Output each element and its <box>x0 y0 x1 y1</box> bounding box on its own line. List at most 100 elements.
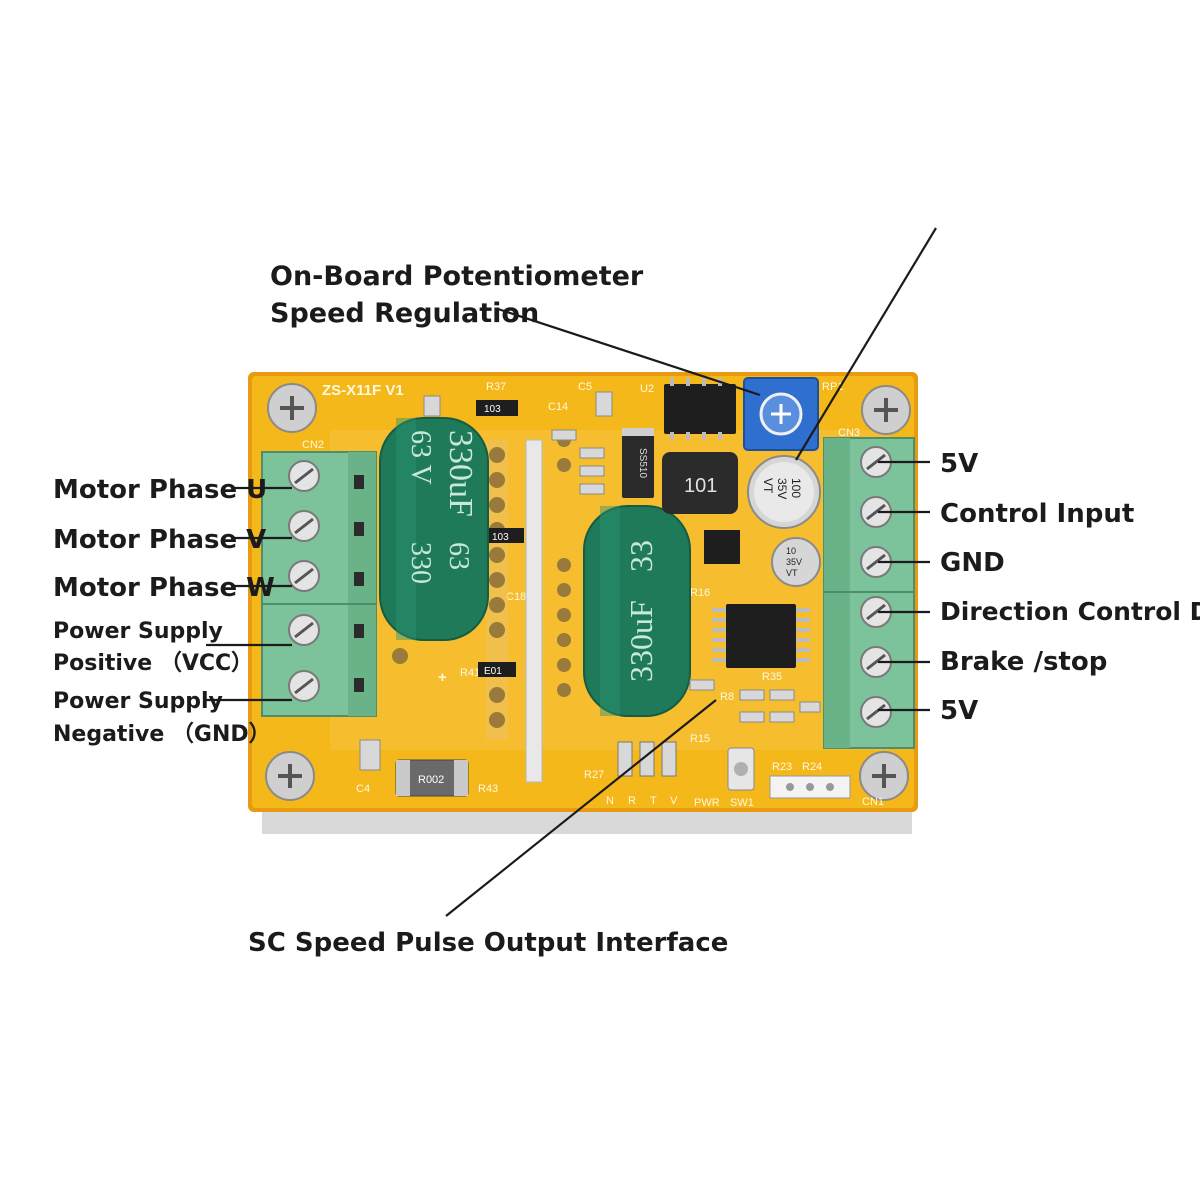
mounting-screw-top-right <box>861 385 911 435</box>
cap-10-line2: 35V <box>786 557 802 567</box>
label-sc-speed-pulse: SC Speed Pulse Output Interface <box>248 928 728 958</box>
terminal-block-left <box>261 451 377 717</box>
label-gnd-line2: Negative （GND） <box>53 722 271 747</box>
smd-passives <box>359 391 821 771</box>
silk-ref-r15: R15 <box>690 733 710 745</box>
silk-cn3: CN3 <box>838 427 860 439</box>
inductor-101: 101 <box>662 452 738 514</box>
mark-pwr: PWR <box>694 797 720 809</box>
left-screw-terminal-icon <box>288 510 320 542</box>
pin-label-r: R <box>628 795 636 807</box>
cap2-text-value: 330uF <box>623 600 659 682</box>
label-right-5v-top: 5V <box>940 449 978 479</box>
silk-cn2: CN2 <box>302 439 324 451</box>
silk-ref-u2: U2 <box>640 383 654 395</box>
left-screw-terminal-icon <box>288 560 320 592</box>
silk-ref-r35: R35 <box>762 671 782 683</box>
capacitor-100uf: 100 35V VT <box>747 455 821 529</box>
silk-ref-r27: R27 <box>584 769 604 781</box>
capacitor-330uf-2: 330uF 33 <box>583 505 691 717</box>
resistor-3: E01 <box>478 662 516 677</box>
left-screw-terminal-icon <box>288 460 320 492</box>
resistor-r37: 103 <box>476 400 518 416</box>
pad-column-mid <box>557 433 571 697</box>
cap-100-line1: 100 <box>789 478 803 498</box>
label-brake-stop: Brake /stop <box>940 647 1107 677</box>
label-control-input: Control Input <box>940 499 1134 529</box>
cap1-text-volt2: 63 <box>443 542 474 570</box>
resistor-code-1: 103 <box>484 404 501 415</box>
cap1-text-value: 330uF <box>442 430 479 517</box>
leader-sc-pulse <box>445 699 717 917</box>
silk-cn1: CN1 <box>862 796 884 808</box>
silk-ref-r16: R16 <box>690 587 710 599</box>
silk-ref-r24: R24 <box>802 761 822 773</box>
leader-top-right <box>795 227 937 461</box>
label-potentiometer-line1: On-Board Potentiometer <box>270 261 644 292</box>
silk-ref-c14: C14 <box>548 401 568 413</box>
silk-ref-r23: R23 <box>772 761 792 773</box>
silk-ref-c4: C4 <box>356 783 370 795</box>
inductor-code: 101 <box>684 475 717 497</box>
leader-potentiometer <box>497 307 761 397</box>
pin-label-n: N <box>606 795 614 807</box>
label-motor-phase-u: Motor Phase U <box>53 475 267 505</box>
silk-ref-r37: R37 <box>486 381 506 393</box>
label-direction-control: Direction Control DIR <box>940 597 1200 626</box>
cap-100-line2: 35V <box>775 478 789 499</box>
mounting-screw-top-left <box>267 383 317 433</box>
left-screw-terminal-icon <box>288 670 320 702</box>
label-potentiometer-line2: Speed Regulation <box>270 298 539 329</box>
silk-model: ZS-X11F V1 <box>322 382 404 399</box>
right-screw-terminal-icon <box>860 696 892 728</box>
silk-ref-r8: R8 <box>720 691 734 703</box>
cap1-text-value2: 330 <box>405 542 436 584</box>
silk-ref-r43: R43 <box>478 783 498 795</box>
label-gnd-right: GND <box>940 548 1005 578</box>
mark-sw1: SW1 <box>730 797 754 809</box>
label-vcc-line1: Power Supply <box>53 619 223 644</box>
bottom-pin-marks: N R T V PWR SW1 <box>606 741 754 809</box>
label-right-5v-bottom: 5V <box>940 696 978 726</box>
label-motor-phase-w: Motor Phase W <box>53 573 275 603</box>
diode-ss510: SS510 <box>622 428 654 498</box>
right-screws <box>860 446 892 728</box>
cap-10-line1: 10 <box>786 546 796 556</box>
label-gnd-line1: Power Supply <box>53 689 223 714</box>
resistor-code-3: E01 <box>484 666 502 677</box>
leader-lines <box>206 227 937 917</box>
cap1-pad <box>392 648 408 664</box>
cap-10-line3: VT <box>786 568 798 578</box>
cap-100-line3: VT <box>761 478 775 494</box>
label-motor-phase-v: Motor Phase V <box>53 525 266 555</box>
silk-ref-c18: C18 <box>506 591 526 603</box>
pad-column-left <box>486 440 508 740</box>
label-vcc-line2: Positive （VCC） <box>53 651 253 676</box>
resistor-2: 103 <box>486 528 524 543</box>
shunt-resistor: R002 <box>395 759 469 797</box>
cap2-text-2: 33 <box>623 540 659 572</box>
potentiometer-rp1 <box>743 377 819 451</box>
diode-code: SS510 <box>637 448 648 478</box>
cap1-text-volt: 63 V <box>405 430 436 485</box>
sw1-button <box>727 747 755 791</box>
transistor <box>704 530 740 564</box>
pin-label-t: T <box>650 795 657 807</box>
cn1-connector <box>769 775 851 799</box>
left-screws <box>288 460 320 702</box>
terminal-block-right <box>823 437 915 749</box>
mounting-screw-bottom-left <box>265 751 315 801</box>
ic-u2 <box>664 378 736 440</box>
capacitor-330uf-1: 330uF 63 V 330 63 <box>379 417 489 641</box>
silk-ref-r41: R41 <box>460 667 480 679</box>
mounting-screw-bottom-right <box>859 751 909 801</box>
shunt-code: R002 <box>418 774 444 786</box>
resistor-code-2: 103 <box>492 532 509 543</box>
left-screw-terminal-icon <box>288 614 320 646</box>
silk-ref-c5: C5 <box>578 381 592 393</box>
capacitor-10uf: 10 35V VT <box>771 537 821 587</box>
controller-ic <box>712 604 810 668</box>
heatsink-bar <box>525 439 543 783</box>
cap1-plus-mark: + <box>438 669 447 686</box>
